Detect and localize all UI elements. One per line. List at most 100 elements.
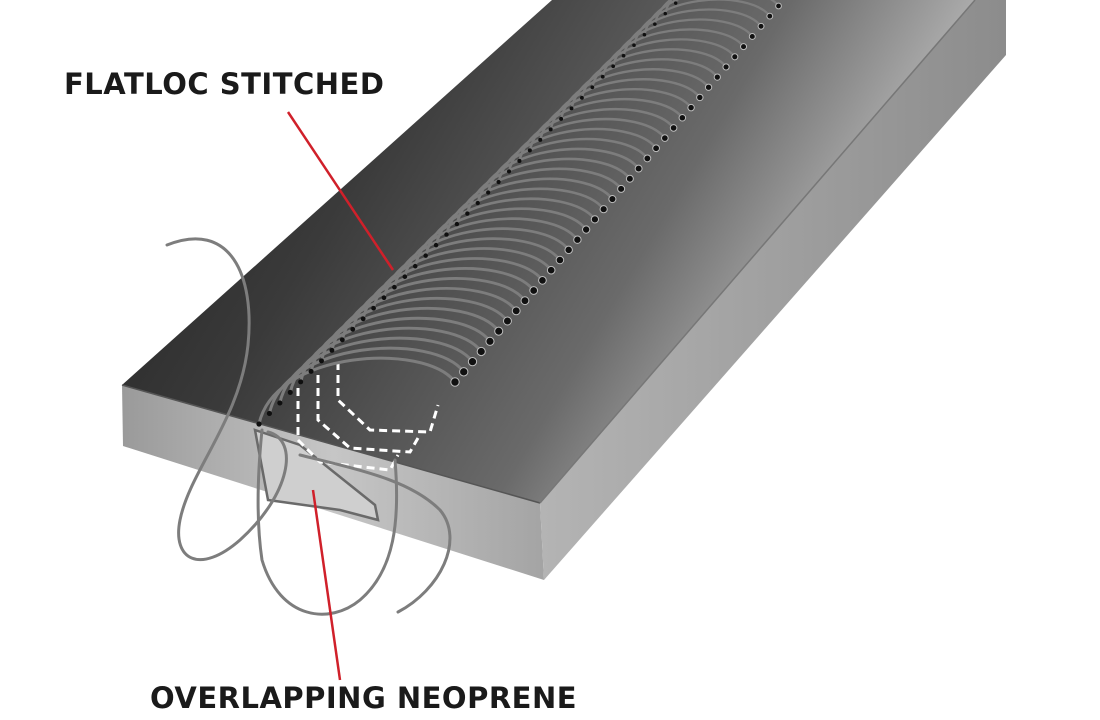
hidden-seam-path-2 [316, 375, 420, 454]
loose-thread-1 [165, 237, 288, 562]
needle-hole [287, 389, 293, 395]
needle-hole [642, 32, 647, 37]
needle-hole [319, 358, 324, 364]
stitch-loop [361, 257, 544, 320]
needle-hole [673, 1, 678, 5]
needle-hole [581, 225, 591, 234]
needle-hole [467, 357, 478, 367]
needle-hole [350, 326, 356, 332]
needle-hole [529, 286, 539, 295]
needle-hole [564, 245, 573, 255]
needle-hole [494, 326, 504, 336]
needle-hole [454, 221, 460, 227]
loose-thread-3 [298, 453, 452, 614]
needle-hole [669, 124, 678, 132]
needle-hole [722, 63, 730, 71]
leader-line-flatloc [286, 111, 395, 271]
stitch-loop [591, 38, 736, 88]
needle-hole [775, 2, 782, 10]
needle-hole [277, 400, 283, 406]
stitch-loop [267, 346, 465, 414]
stitch-loop [278, 336, 474, 404]
needle-hole [520, 296, 530, 306]
stitch-loop [497, 127, 658, 183]
panel-side-edge [539, 0, 976, 504]
stitch-loop [476, 147, 640, 204]
stitch-loop [330, 287, 518, 351]
needle-hole [329, 347, 335, 353]
stitch-loop [518, 107, 675, 162]
needle-hole [402, 274, 408, 279]
needle-hole [713, 73, 721, 81]
stitch-loop [445, 177, 614, 235]
needle-hole [600, 74, 605, 79]
needle-hole [599, 205, 608, 214]
stitch-loop [288, 326, 483, 393]
stitch-loop [351, 267, 535, 330]
needle-hole [663, 11, 667, 16]
needle-hole [634, 164, 643, 173]
stitch-loop [382, 237, 562, 299]
needle-hole [465, 211, 470, 216]
needle-hole [548, 127, 553, 132]
stitch-loop [320, 297, 509, 362]
panel-side-face [540, 0, 1006, 580]
needle-hole [485, 336, 495, 346]
stitch-loop [653, 0, 673, 25]
stitch-loop [570, 58, 719, 109]
needle-hole [617, 184, 626, 193]
stitch-loop [549, 78, 701, 130]
needle-hole [608, 195, 617, 204]
needle-hole [661, 134, 669, 142]
needle-hole [298, 379, 304, 385]
needle-hole [632, 43, 636, 48]
stitch-loop [455, 167, 623, 225]
needle-hole [538, 137, 543, 142]
needle-hole [696, 93, 704, 102]
needle-hole [731, 53, 739, 61]
hidden-seam [296, 362, 440, 472]
needle-hole [476, 346, 486, 357]
stitch-loop [643, 0, 780, 35]
needle-hole [590, 85, 595, 90]
stitch-loop [309, 307, 500, 372]
stitch-loop [580, 48, 728, 99]
stitch-loop [528, 97, 684, 151]
needle-hole [459, 367, 469, 377]
leader-lines [286, 111, 395, 681]
needle-hole [339, 337, 345, 343]
flatloc-stitched-label: FLATLOC STITCHED [64, 67, 385, 101]
needle-hole [678, 113, 687, 122]
flatloc-stitches [256, 0, 782, 427]
needle-hole [569, 106, 574, 111]
stitch-loop [434, 187, 605, 246]
needle-hole [687, 103, 695, 112]
stitch-loop [413, 207, 588, 267]
needle-hole [412, 263, 418, 269]
stitch-loop [424, 197, 596, 256]
needle-hole [546, 265, 556, 275]
needle-hole [511, 306, 521, 316]
needle-hole [444, 232, 449, 237]
needle-hole [625, 174, 634, 183]
stitch-loop [393, 227, 570, 288]
needle-hole [256, 421, 262, 427]
stitch-loop [559, 68, 710, 120]
stitch-loop [372, 247, 553, 309]
needle-hole [538, 276, 547, 285]
needle-hole [433, 242, 439, 248]
stitch-loop [632, 0, 771, 46]
needle-hole [486, 190, 491, 195]
needle-hole [621, 53, 626, 58]
hidden-seam-path-1 [296, 388, 400, 472]
loose-threads [165, 237, 452, 616]
stitch-loop [601, 28, 745, 78]
needle-hole [392, 284, 397, 290]
needle-hole [527, 148, 532, 153]
needle-hole [590, 215, 600, 224]
needle-hole [652, 144, 660, 153]
needle-hole [766, 12, 774, 20]
stitch-loop [486, 137, 649, 193]
needle-hole [381, 295, 387, 301]
